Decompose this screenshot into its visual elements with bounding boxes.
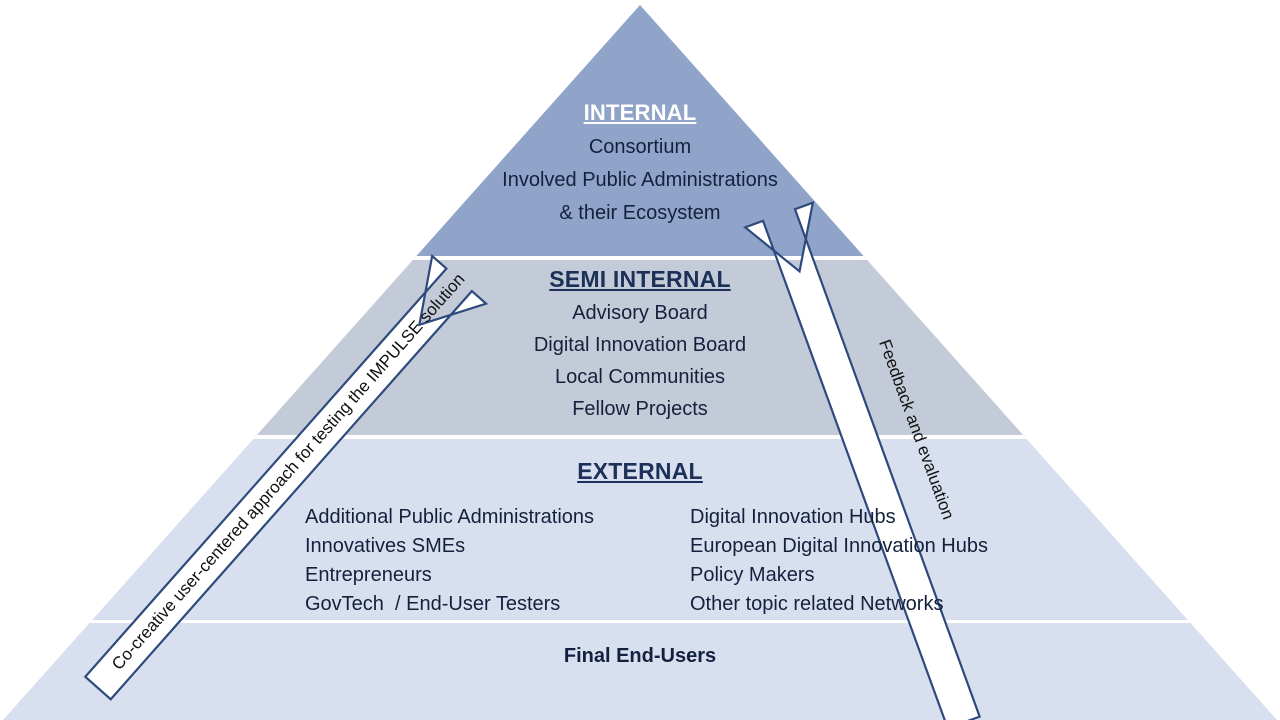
layer-external-columns: Additional Public Administrations Innova…	[0, 503, 1280, 623]
layer-external: EXTERNAL Additional Public Administratio…	[0, 458, 1280, 623]
layer-semi-internal-item: Digital Innovation Board	[533, 334, 747, 356]
layer-external-item: Digital Innovation Hubs	[690, 506, 896, 528]
layer-external-left-column: Additional Public Administrations Innova…	[305, 503, 594, 619]
layer-internal-title: INTERNAL	[583, 100, 697, 125]
layer-external-title: EXTERNAL	[577, 458, 703, 484]
layer-internal-item: & their Ecosystem	[559, 202, 721, 224]
layer-semi-internal-item: Fellow Projects	[572, 398, 708, 420]
divider-external-final	[3, 620, 1277, 623]
layer-external-item: Additional Public Administrations	[305, 506, 595, 528]
layer-external-item: Other topic related Networks	[690, 593, 944, 615]
divider-semi-external	[3, 435, 1277, 439]
layer-internal-item: Consortium	[588, 136, 692, 158]
layer-semi-internal: SEMI INTERNAL Advisory Board Digital Inn…	[0, 266, 1280, 421]
layer-semi-internal-item: Local Communities	[554, 366, 726, 388]
layer-internal-item: Involved Public Administrations	[502, 169, 778, 191]
left-arrow	[83, 253, 489, 701]
final-end-users-band: Final End-Users	[0, 645, 1280, 668]
layer-external-item: Policy Makers	[690, 564, 815, 586]
layer-semi-internal-item: Advisory Board	[572, 302, 708, 324]
layer-semi-internal-title: SEMI INTERNAL	[549, 266, 731, 292]
layer-external-item: European Digital Innovation Hubs	[690, 535, 988, 557]
layer-external-right-column: Digital Innovation Hubs European Digital…	[690, 503, 988, 619]
layer-external-item: GovTech / End-User Testers	[305, 593, 561, 615]
layer-external-item: Entrepreneurs	[305, 564, 432, 586]
divider-internal-semi	[3, 256, 1277, 260]
layer-external-item: Innovatives SMEs	[305, 535, 466, 557]
final-end-users-label: Final End-Users	[563, 645, 717, 667]
right-arrow	[742, 200, 982, 720]
layer-internal: INTERNAL Consortium Involved Public Admi…	[0, 100, 1280, 225]
